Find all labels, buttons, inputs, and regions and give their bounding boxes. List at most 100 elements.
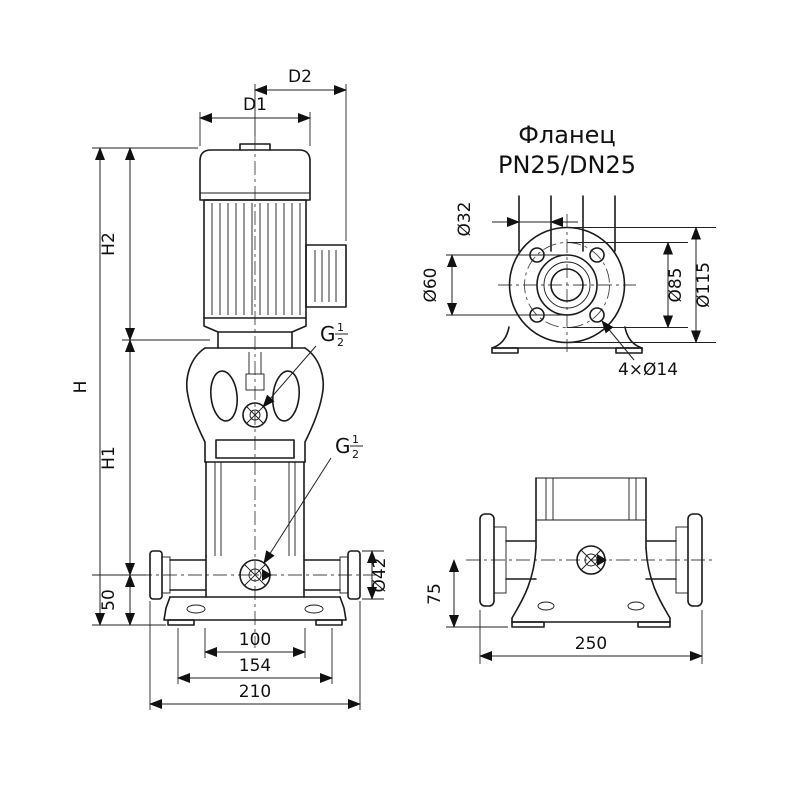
drain-port-thread-denominator: 2 (352, 448, 359, 461)
side-foot-right (637, 621, 671, 628)
dim-154-label: 154 (239, 656, 271, 676)
side-base-right (645, 547, 671, 623)
drain-port-thread-numerator: 1 (352, 433, 359, 446)
dim-h-label: H (71, 381, 91, 394)
flow-arrow-front (262, 569, 272, 581)
flow-arrow-side (597, 554, 607, 566)
coupling (245, 373, 265, 391)
side-slot-right (627, 601, 645, 611)
anchor-slot-left (186, 604, 206, 614)
gauge-port-cross-2 (246, 406, 264, 424)
gauge-port-inner (249, 409, 261, 421)
front-view (149, 143, 361, 626)
thread-label-gauge-port: G 1 2 (262, 321, 348, 408)
dimension-face-diameter: Ø60 (421, 254, 567, 316)
pump-head-left (186, 347, 206, 463)
flange-dimensions: Ø32 Ø60 Ø85 Ø115 4×Ø14 (421, 201, 716, 380)
side-dimensions: 75 250 (425, 559, 703, 664)
motor-foot (203, 317, 307, 333)
right-port-hub (339, 556, 349, 594)
dim-h1-label: H1 (99, 446, 119, 470)
centerlines (138, 136, 716, 648)
dim-210-label: 210 (239, 682, 271, 702)
hub-circle (543, 261, 591, 309)
dim-75-label: 75 (425, 583, 445, 605)
left-port-hub (161, 556, 171, 594)
dim-250-label: 250 (575, 634, 607, 654)
dimension-d1: D1 (199, 95, 311, 146)
side-foot-left (511, 621, 545, 628)
dimension-port-diameter: Ø42 (362, 550, 390, 600)
motor-cap (199, 143, 311, 201)
dim-d2-label: D2 (288, 67, 312, 87)
dimension-side-width: 250 (479, 610, 703, 664)
motor-top-notch (239, 143, 271, 151)
base-outline (163, 596, 347, 621)
base-foot-right (315, 619, 343, 626)
pump-head-window-right (272, 370, 300, 422)
flange-foot-left (491, 347, 519, 354)
terminal-box-ribs (314, 250, 337, 302)
dim-h2-label: H2 (99, 232, 119, 256)
gauge-port-thread-numerator: 1 (337, 321, 344, 334)
bore-circle (550, 268, 584, 302)
dimension-left-chain: H2 H1 50 H (71, 147, 210, 626)
gauge-port-thread-denominator: 2 (337, 336, 344, 349)
dimension-side-height: 75 (425, 559, 508, 628)
terminal-box (305, 244, 347, 308)
flange-foot-right (615, 347, 643, 354)
flange-pipes (518, 195, 616, 252)
flange-bracket (491, 326, 643, 354)
motor-cap-outline (199, 149, 311, 201)
drain-port-thread-prefix: G (335, 434, 351, 458)
side-base-left (511, 547, 537, 623)
drain-port-inner (248, 568, 262, 582)
flange-title-line1: Фланец (518, 121, 616, 149)
dimension-d2: D2 (254, 67, 347, 241)
side-left-hub (493, 526, 507, 594)
side-view (479, 477, 703, 628)
base-foot-left (167, 619, 195, 626)
dim-50-label: 50 (99, 589, 119, 611)
gauge-port-circle (242, 402, 268, 428)
dim-outer-label: Ø115 (694, 262, 714, 308)
side-right-hub (675, 526, 689, 594)
pump-column (205, 461, 305, 557)
side-slot-left (537, 601, 555, 611)
front-dimensions: D2 D1 H2 H1 50 H 100 (71, 67, 390, 710)
tie-rods (214, 462, 296, 556)
gauge-port-thread-prefix: G (320, 322, 336, 346)
pump-head (186, 347, 324, 463)
motor-body (203, 199, 307, 333)
dim-pipe-label: Ø32 (455, 201, 475, 236)
drain-port-cross-2 (243, 563, 267, 587)
dim-port-diameter-label: Ø42 (370, 557, 390, 592)
dimension-bolt-circle: Ø85 (567, 241, 688, 329)
anchor-slot-right (304, 604, 324, 614)
side-body (511, 477, 671, 628)
dim-bolt-holes-label: 4×Ø14 (618, 360, 678, 380)
dim-face-label: Ø60 (421, 267, 441, 302)
bolt-circle (524, 242, 610, 328)
nameplate (215, 439, 295, 459)
dimension-outer-diameter: Ø115 (567, 226, 716, 344)
dimension-bolt-holes: 4×Ø14 (601, 320, 678, 380)
dim-bolt-circle-label: Ø85 (666, 267, 686, 302)
pump-head-right (304, 347, 324, 463)
bolt-hole-top-right (589, 247, 605, 263)
motor-adapter (217, 331, 293, 349)
dimension-bottom-chain: 100 154 210 (149, 601, 361, 710)
dim-100-label: 100 (239, 630, 271, 650)
dimension-pipe-diameter: Ø32 (455, 201, 578, 237)
pump-head-window-left (210, 370, 238, 422)
flange-title-line2: PN25/DN25 (498, 151, 636, 179)
dim-d1-label: D1 (243, 95, 267, 115)
motor-cooling-fins (211, 203, 301, 315)
side-column-lines (536, 478, 646, 521)
bolt-hole-bottom-right (589, 307, 605, 323)
terminal-box-outline (305, 244, 347, 308)
port-section (149, 550, 361, 600)
pump-base (163, 596, 347, 626)
